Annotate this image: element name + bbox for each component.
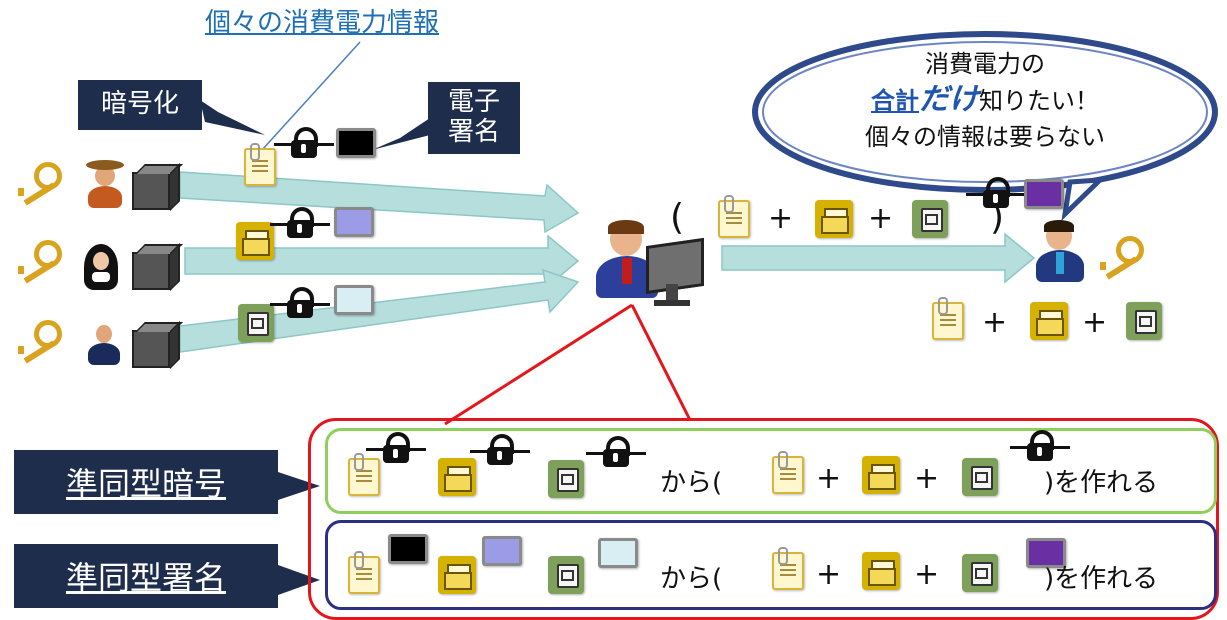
cowboy-user-icon [86, 160, 126, 210]
homomorphic-encryption-title: 準同型暗号 [65, 465, 226, 503]
key-icon [1096, 236, 1144, 280]
red-connector-right [630, 304, 692, 421]
plus-sign: + [914, 557, 940, 592]
notebook-icon [548, 556, 584, 594]
folder-icon [438, 556, 476, 594]
arrow-to-receiver [721, 232, 1036, 284]
signature-tag-lavender [482, 536, 522, 566]
signature-callout-pointer [372, 118, 430, 150]
bubble-line2: 合計だけ知りたい！ [795, 80, 1175, 121]
plus-sign: + [914, 461, 940, 496]
close-paren: ) [990, 197, 1005, 238]
lock-icon [470, 434, 530, 466]
key-icon [14, 162, 62, 206]
encryption-callout-text: 暗号化 [100, 89, 179, 120]
receiver-user-icon [1030, 220, 1090, 282]
device-cube-icon [132, 330, 170, 368]
folder-icon [1030, 302, 1068, 340]
enc-from-text: から( [660, 468, 723, 498]
encrypt-callout-pointer [200, 100, 265, 135]
lock-icon [366, 432, 426, 464]
signature-tag-light [334, 285, 374, 315]
plus-sign: + [816, 557, 842, 592]
signature-callout-line2: 署名 [447, 117, 500, 147]
top-label: 個々の消費電力情報 [205, 8, 440, 38]
plus-sign: + [768, 201, 794, 236]
title-pointer-line [261, 41, 361, 151]
nun-user-icon [82, 244, 122, 292]
homomorphic-encryption-label: 準同型暗号 [14, 450, 278, 514]
arrow-user1 [179, 171, 580, 234]
notebook-icon [1126, 302, 1162, 340]
document-icon [718, 195, 750, 238]
folder-icon [438, 458, 476, 496]
lock-icon [586, 436, 646, 468]
folder-icon [862, 552, 900, 590]
document-icon [348, 453, 380, 496]
signature-tag-light [598, 538, 638, 568]
signature-callout-line1: 電子 [447, 87, 500, 118]
key-icon [14, 320, 62, 364]
homomorphic-signature-label: 準同型署名 [14, 544, 278, 608]
device-cube-icon [132, 252, 170, 290]
notebook-icon [548, 460, 584, 498]
bubble-accent-total: 合計 [871, 87, 919, 116]
sig-result-text: )を作れる [1044, 564, 1159, 594]
arrow-user3 [179, 268, 580, 353]
lock-icon [1010, 430, 1070, 462]
signature-tag-lavender [334, 207, 374, 237]
bubble-text: 消費電力の 合計だけ知りたい！ 個々の情報は要らない [795, 48, 1175, 153]
plus-sign: + [982, 305, 1008, 340]
plus-sign: + [868, 201, 894, 236]
speech-bubble-tail [1061, 177, 1107, 222]
bubble-want: 知りたい！ [979, 87, 1099, 116]
lock-icon [270, 287, 330, 319]
folder-icon [236, 222, 274, 260]
notebook-icon [962, 458, 998, 496]
red-connector-left [444, 303, 633, 426]
document-icon [244, 143, 276, 186]
plus-sign: + [1082, 305, 1108, 340]
signature-tag-purple [1024, 179, 1064, 209]
device-cube-icon [132, 172, 170, 210]
enc-result-text: )を作れる [1044, 468, 1159, 498]
signature-tag-black [336, 128, 376, 158]
sig-from-text: から( [660, 564, 723, 594]
notebook-icon [962, 554, 998, 592]
lock-icon [270, 207, 330, 239]
waiter-user-icon [86, 325, 122, 365]
lock-icon [966, 177, 1026, 209]
bubble-accent-only: だけ [919, 82, 979, 118]
document-icon [932, 297, 964, 340]
folder-icon [862, 456, 900, 494]
signature-tag-purple [1026, 538, 1066, 568]
document-icon [772, 451, 804, 494]
signature-callout: 電子 署名 [428, 82, 520, 154]
sig-row-pointer [278, 565, 320, 595]
aggregator-user-icon [596, 220, 706, 312]
encryption-callout: 暗号化 [78, 80, 202, 130]
document-icon [772, 547, 804, 590]
arrow-user2 [184, 234, 580, 288]
bubble-line1: 消費電力の [925, 50, 1045, 78]
enc-row-pointer [278, 472, 320, 500]
signature-tag-black [388, 534, 428, 564]
document-icon [348, 551, 380, 594]
lock-icon [274, 127, 334, 159]
bubble-line3: 個々の情報は要らない [865, 122, 1105, 151]
folder-icon [815, 200, 853, 238]
notebook-icon [912, 200, 948, 238]
notebook-icon [238, 304, 274, 342]
plus-sign: + [816, 461, 842, 496]
key-icon [14, 240, 62, 284]
open-paren: ( [670, 197, 685, 238]
homomorphic-signature-title: 準同型署名 [65, 559, 226, 597]
